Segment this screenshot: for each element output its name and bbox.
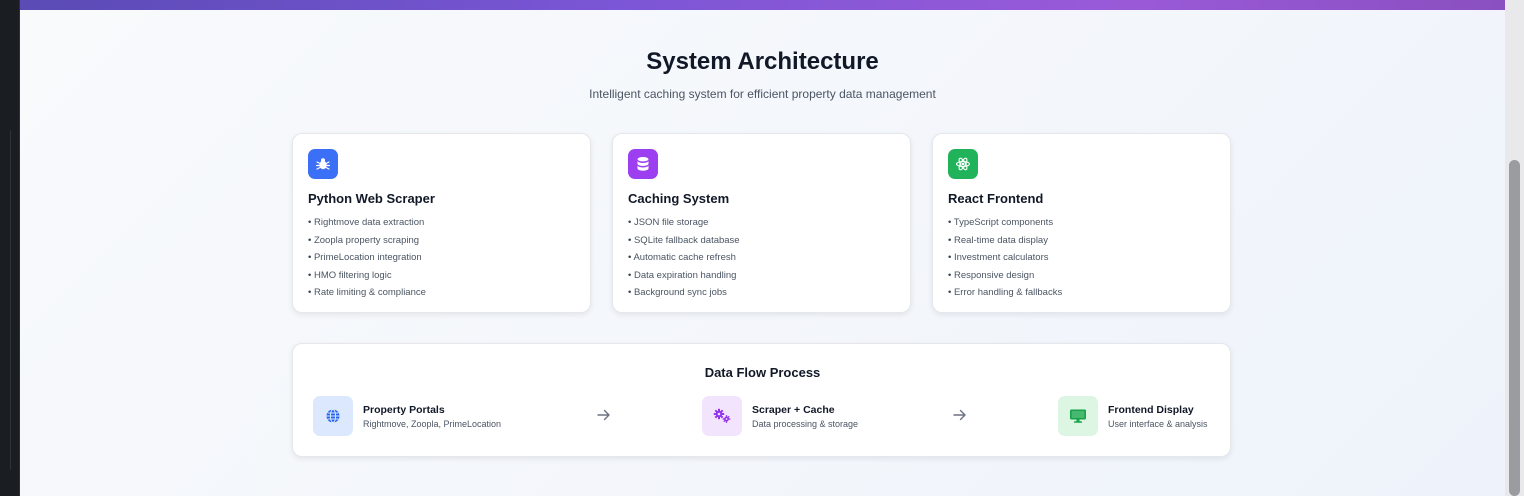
list-item: Real-time data display <box>948 232 1215 250</box>
card-title: Caching System <box>628 191 730 206</box>
arrow-right-icon <box>595 406 613 424</box>
section-subtitle: Intelligent caching system for efficient… <box>589 87 936 101</box>
list-item: Zoopla property scraping <box>308 232 575 250</box>
monitor-icon <box>1058 396 1098 436</box>
list-item: TypeScript components <box>948 214 1215 232</box>
flow-step-scraper-cache: Scraper + Cache Data processing & storag… <box>702 396 858 436</box>
step-description: Data processing & storage <box>752 418 859 429</box>
arrow-right-icon <box>951 406 969 424</box>
step-description: Rightmove, Zoopla, PrimeLocation <box>363 418 502 429</box>
card-title: React Frontend <box>948 191 1044 206</box>
list-item: Rate limiting & compliance <box>308 284 575 302</box>
step-name: Frontend Display <box>1108 403 1194 416</box>
scrollbar-thumb[interactable] <box>1509 160 1520 496</box>
gutter-line <box>10 130 11 470</box>
gears-icon <box>702 396 742 436</box>
hero-banner-bottom <box>20 0 1505 10</box>
step-description: User interface & analysis <box>1108 418 1208 429</box>
flow-title: Data Flow Process <box>704 365 821 380</box>
card-python-scraper: Python Web Scraper Rightmove data extrac… <box>292 133 591 313</box>
editor-gutter <box>0 0 20 496</box>
flow-step-frontend-display: Frontend Display User interface & analys… <box>1058 396 1208 436</box>
database-icon <box>628 149 658 179</box>
list-item: JSON file storage <box>628 214 895 232</box>
data-flow-panel: Data Flow Process Property Portals Right… <box>292 343 1231 457</box>
flow-step-property-portals: Property Portals Rightmove, Zoopla, Prim… <box>313 396 501 436</box>
section-title: System Architecture <box>646 48 879 75</box>
step-name: Scraper + Cache <box>752 403 835 416</box>
list-item: Error handling & fallbacks <box>948 284 1215 302</box>
feature-list: Rightmove data extraction Zoopla propert… <box>308 214 575 302</box>
list-item: PrimeLocation integration <box>308 249 575 267</box>
bug-icon <box>308 149 338 179</box>
card-caching-system: Caching System JSON file storage SQLite … <box>612 133 911 313</box>
page-scrollbar[interactable] <box>1505 0 1524 496</box>
step-name: Property Portals <box>363 403 445 416</box>
card-react-frontend: React Frontend TypeScript components Rea… <box>932 133 1231 313</box>
feature-list: TypeScript components Real-time data dis… <box>948 214 1215 302</box>
architecture-section: System Architecture Intelligent caching … <box>20 0 1505 496</box>
react-icon <box>948 149 978 179</box>
list-item: Automatic cache refresh <box>628 249 895 267</box>
list-item: Background sync jobs <box>628 284 895 302</box>
globe-icon <box>313 396 353 436</box>
list-item: SQLite fallback database <box>628 232 895 250</box>
list-item: Data expiration handling <box>628 267 895 285</box>
list-item: Responsive design <box>948 267 1215 285</box>
feature-list: JSON file storage SQLite fallback databa… <box>628 214 895 302</box>
card-title: Python Web Scraper <box>308 191 435 206</box>
list-item: HMO filtering logic <box>308 267 575 285</box>
list-item: Investment calculators <box>948 249 1215 267</box>
list-item: Rightmove data extraction <box>308 214 575 232</box>
